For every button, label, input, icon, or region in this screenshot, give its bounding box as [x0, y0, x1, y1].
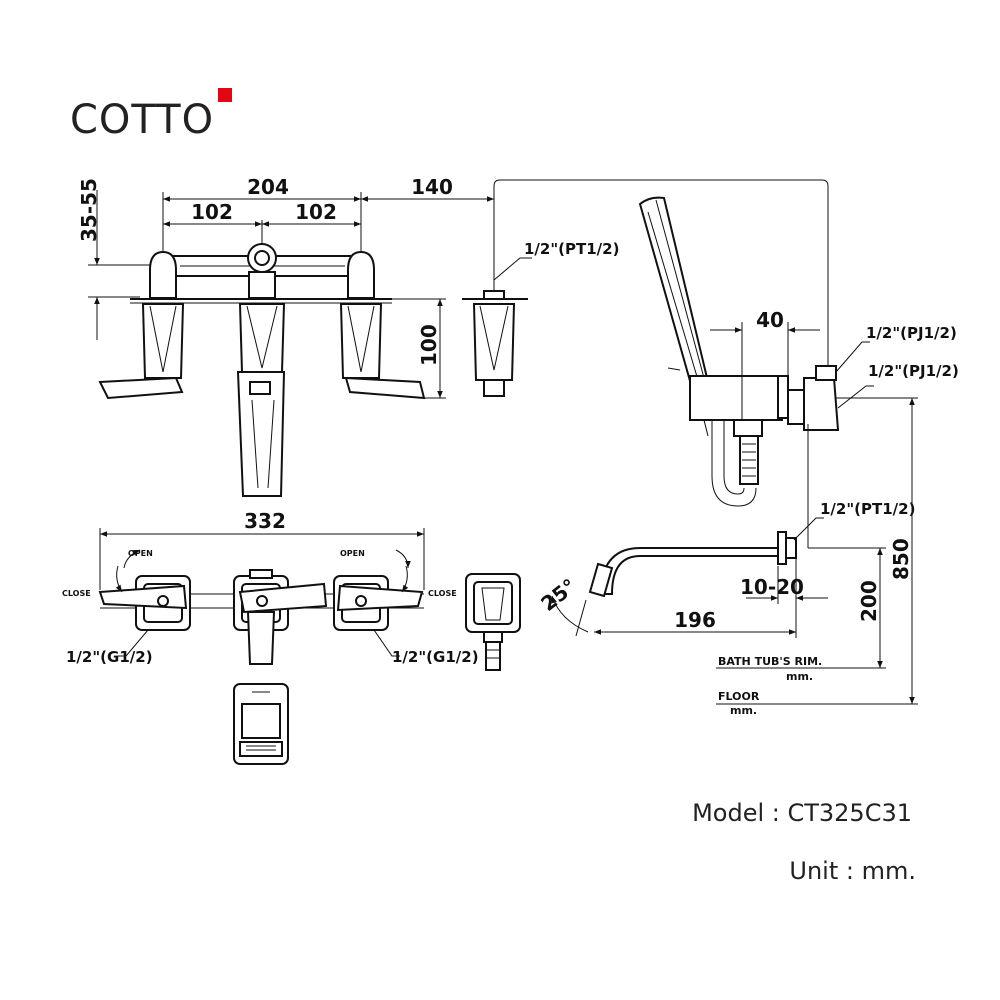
left-handle-plan [98, 549, 191, 631]
dim-204: 204 [247, 175, 289, 199]
right-handle-plan [333, 549, 424, 631]
left-valve-front [98, 250, 185, 400]
thread-pt-spout: 1/2"(PT1/2) [820, 500, 915, 518]
wall-spout-side-view: 1/2"(PT1/2) 25° 10-20 196 200 850 BATH T… [536, 397, 918, 717]
dim-196: 196 [674, 608, 716, 632]
hand-shower-view: 40 1/2"(PJ1/2) 1/2"(PJ1/2) [638, 196, 959, 548]
dim-100: 100 [417, 324, 441, 366]
open-label-left: OPEN [128, 549, 153, 558]
dim-102-left: 102 [191, 200, 233, 224]
unit-label: Unit : mm. [789, 857, 916, 885]
brand-accent-square [218, 88, 232, 102]
dim-10-20: 10-20 [740, 575, 804, 599]
spout-end-view [233, 683, 289, 765]
brand-logo: COTTO [70, 88, 232, 143]
dim-102-right: 102 [295, 200, 337, 224]
diverter-plan [465, 573, 521, 671]
open-label-right: OPEN [340, 549, 365, 558]
thread-pj-1: 1/2"(PJ1/2) [866, 324, 957, 342]
dim-40: 40 [756, 308, 784, 332]
thread-g-right: 1/2"(G1/2) [392, 648, 479, 666]
floor-unit: mm. [730, 704, 757, 717]
model-label: Model : CT325C31 [692, 799, 912, 827]
thread-g-left: 1/2"(G1/2) [66, 648, 153, 666]
center-spout-front [236, 243, 286, 497]
close-label-right: CLOSE [428, 589, 457, 598]
front-elevation-view: 204 140 102 102 35-55 [77, 175, 829, 497]
dim-35-55: 35-55 [77, 178, 101, 242]
spout-plan [233, 569, 328, 665]
thread-pt-top: 1/2"(PT1/2) [524, 240, 619, 258]
dim-332: 332 [244, 509, 286, 533]
brand-name: COTTO [70, 97, 214, 143]
dim-200: 200 [857, 580, 881, 622]
thread-pj-2: 1/2"(PJ1/2) [868, 362, 959, 380]
dim-140: 140 [411, 175, 453, 199]
dim-850: 850 [889, 538, 913, 580]
bath-rim-unit: mm. [786, 670, 813, 683]
plan-view: 332 OPEN CLOSE [62, 509, 521, 765]
bath-rim-label: BATH TUB'S RIM. [718, 655, 822, 668]
right-valve-front [339, 250, 426, 400]
floor-label: FLOOR [718, 690, 760, 703]
close-label-left: CLOSE [62, 589, 91, 598]
dim-25deg: 25° [536, 574, 581, 616]
side-diverter-front [462, 290, 528, 397]
